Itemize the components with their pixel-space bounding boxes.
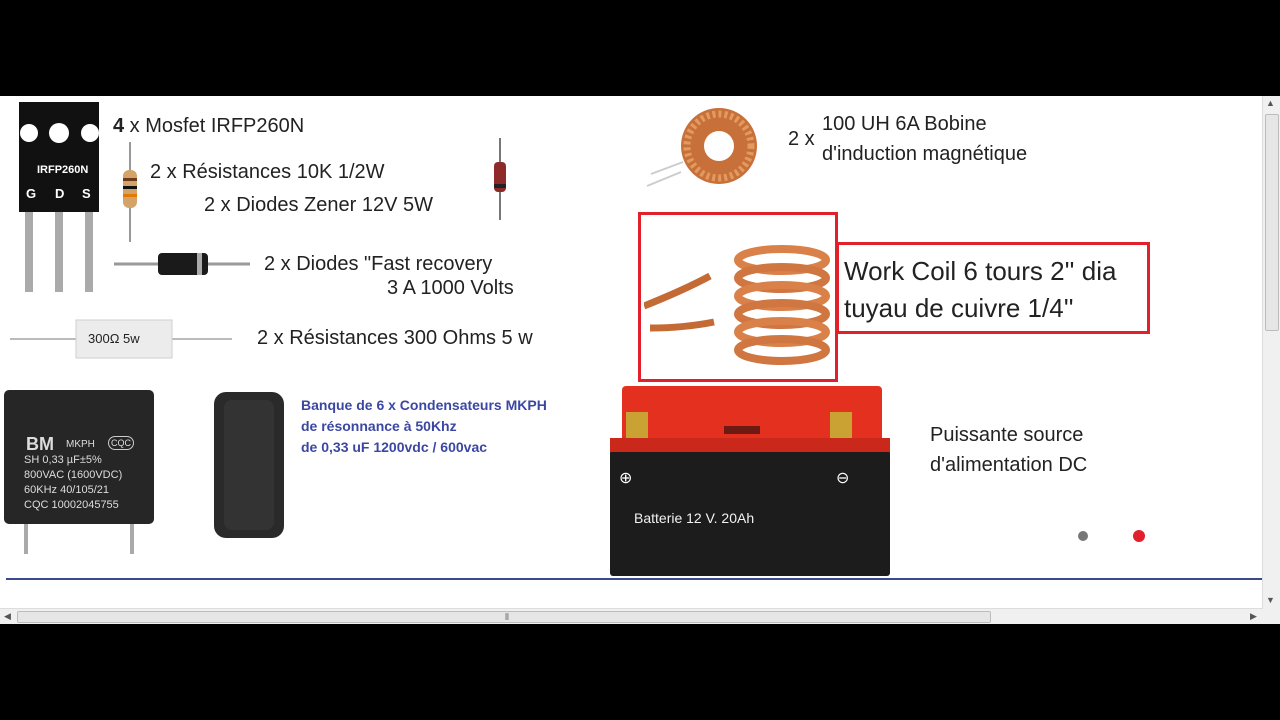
capacitor-cert: CQC [108,436,134,450]
mosfet-pin-d: D [55,186,65,201]
battery-label: Batterie 12 V. 20Ah [634,510,755,526]
inductor-line1: 100 UH 6A Bobine [822,113,987,135]
power-source-line1: Puissante source [930,424,1084,446]
slide-dot-gray[interactable] [1078,531,1088,541]
battery-plus-sign: ⊕ [619,470,633,487]
fast-recovery-diode-image [114,253,250,275]
horizontal-scrollbar[interactable]: ◀ ⦀ ▶ [0,608,1263,624]
resistor-300-image [10,319,232,359]
battery-minus-sign: ⊖ [836,470,850,487]
zener-text: 2 x Diodes Zener 12V 5W [204,194,433,216]
scroll-left-arrow-icon[interactable]: ◀ [4,611,11,621]
toroid-inductor-image [646,108,757,187]
mosfet-image [19,102,99,292]
scroll-grip-icon: ⦀ [505,612,509,622]
inductor-qty: 2 x [788,128,815,150]
resistor-300-text: 2 x Résistances 300 Ohms 5 w [257,327,533,349]
power-source-line2: d'alimentation DC [930,454,1088,476]
capacitor-side-image [214,392,284,538]
banque-line2: de résonnance à 50Khz [301,418,457,434]
horizontal-divider [6,578,1264,580]
scroll-right-arrow-icon[interactable]: ▶ [1250,611,1257,621]
mosfet-desc: x Mosfet IRFP260N [124,115,305,137]
resistor-10k-image [123,142,137,242]
scroll-down-arrow-icon[interactable]: ▼ [1266,595,1275,605]
capacitor-line1: SH 0,33 µF±5% [24,454,102,466]
mosfet-qty: 4 [113,115,125,137]
slide-dot-red[interactable] [1133,530,1145,542]
resistor-300-label: 300Ω 5w [88,331,140,346]
vertical-scroll-thumb[interactable] [1265,114,1279,331]
mkph-capacitor-image [4,390,154,554]
mosfet-pin-g: G [26,186,37,201]
battery-image [610,386,890,576]
capacitor-line2: 800VAC (1600VDC) [24,469,123,481]
work-coil-line2: tuyau de cuivre 1/4'' [844,293,1074,323]
inductor-line2: d'induction magnétique [822,143,1028,165]
mosfet-chip-label: IRFP260N [37,164,89,176]
mosfet-pin-s: S [82,186,91,201]
document-viewport: IRFP260N G D S 4 x Mosfet IRFP260N 2 x R… [0,96,1280,624]
capacitor-line3: 60KHz 40/105/21 [24,484,110,496]
capacitor-line4: CQC 10002045755 [24,499,119,511]
work-coil-image [644,245,830,365]
scroll-up-arrow-icon[interactable]: ▲ [1266,98,1275,108]
resistor-10k-text: 2 x Résistances 10K 1/2W [150,161,385,183]
banque-line1: Banque de 6 x Condensateurs MKPH [301,397,547,413]
horizontal-scroll-thumb[interactable]: ⦀ [17,611,991,623]
vertical-scrollbar[interactable]: ▲ ▼ [1262,96,1280,608]
work-coil-caption-box: Work Coil 6 tours 2'' dia tuyau de cuivr… [836,242,1150,334]
fast-recovery-text-line2: 3 A 1000 Volts [387,277,514,299]
capacitor-brand: BM [26,434,54,454]
scrollbar-corner [1263,608,1280,624]
zener-diode-image [494,138,506,220]
mosfet-text: 4 x Mosfet IRFP260N [113,116,304,136]
capacitor-model: MKPH [66,439,95,450]
work-coil-line1: Work Coil 6 tours 2'' dia [844,256,1117,286]
banque-line3: de 0,33 uF 1200vdc / 600vac [301,439,488,455]
fast-recovery-text-line1: 2 x Diodes "Fast recovery [264,253,493,275]
